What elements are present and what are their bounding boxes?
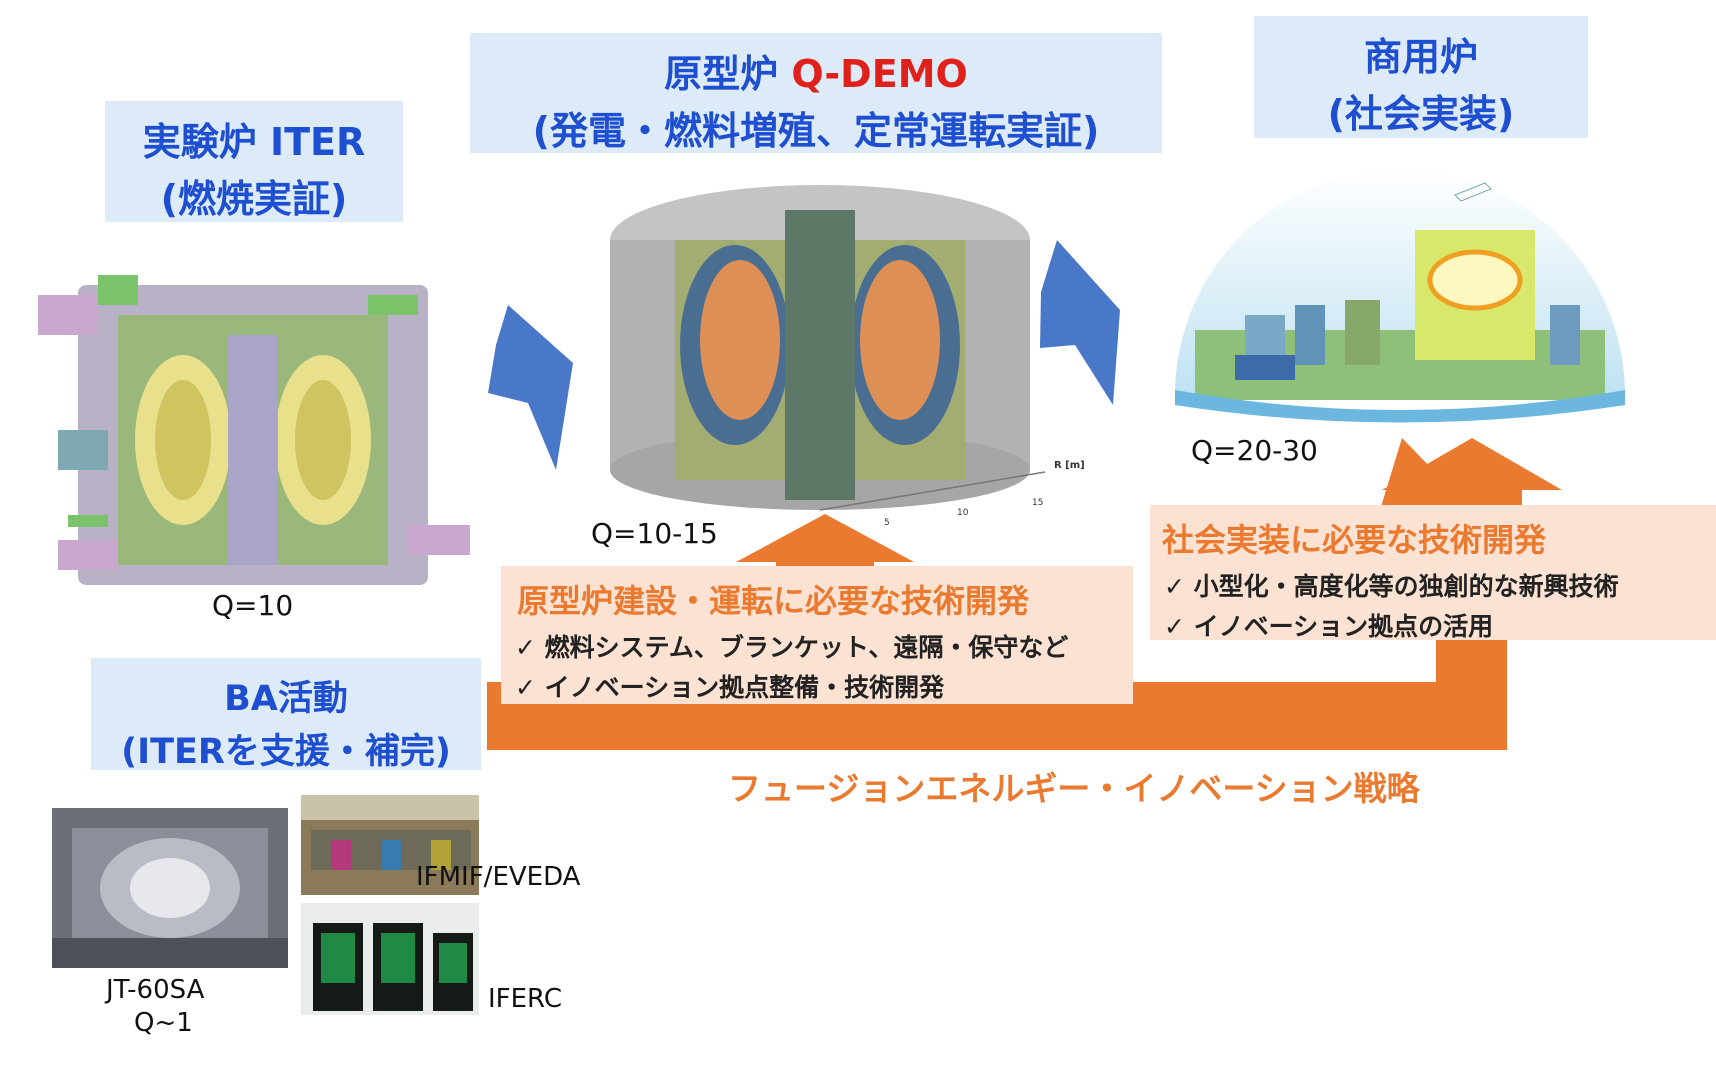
ifmif-eveda-photo	[301, 795, 479, 895]
demo-title-name: Q-DEMO	[791, 52, 968, 96]
iter-title-box: 実験炉 ITER (燃焼実証)	[105, 101, 403, 222]
commercial-title: 商用炉	[1363, 35, 1478, 79]
iferc-photo	[301, 903, 479, 1015]
orange-up-arrow-demo	[736, 514, 914, 570]
demo-reactor-illustration	[610, 185, 1046, 511]
blue-arrow-demo-to-commercial	[1040, 240, 1120, 405]
iter-subtitle: (燃焼実証)	[160, 177, 348, 221]
tech-demo-box: 原型炉建設・運転に必要な技術開発 ✓ 燃料システム、ブランケット、遠隔・保守など…	[501, 566, 1133, 704]
demo-q-value: Q=10-15	[591, 517, 718, 550]
jt60sa-label: JT-60SA	[106, 975, 205, 1005]
strategy-label: フュージョンエネルギー・イノベーション戦略	[728, 769, 1420, 808]
jt60sa-photo	[52, 808, 288, 968]
blue-arrow-iter-to-demo	[488, 305, 573, 470]
demo-axis-tick-15: 15	[1032, 498, 1044, 508]
demo-axis-tick-5: 5	[884, 518, 890, 528]
demo-title-box: 原型炉 Q-DEMO (発電・燃料増殖、定常運転実証)	[470, 33, 1162, 153]
demo-axis-label: R [m]	[1054, 460, 1085, 471]
iter-q-value: Q=10	[212, 589, 294, 622]
commercial-q-value: Q=20-30	[1191, 434, 1318, 467]
ifmif-eveda-label: IFMIF/EVEDA	[416, 862, 581, 892]
demo-subtitle: (発電・燃料増殖、定常運転実証)	[532, 109, 1100, 153]
commercial-city-illustration	[1175, 170, 1625, 423]
commercial-subtitle: (社会実装)	[1327, 92, 1515, 136]
tech-social-box: 社会実装に必要な技術開発 ✓ 小型化・高度化等の独創的な新興技術 ✓ イノベーシ…	[1150, 505, 1716, 641]
ba-title: BA活動	[224, 679, 348, 719]
demo-title: 原型炉 Q-DEMO	[470, 43, 1162, 98]
tech-social-item: ✓ イノベーション拠点の活用	[1164, 612, 1494, 641]
jt60sa-q-value: Q~1	[134, 1008, 193, 1038]
iter-title: 実験炉 ITER	[142, 120, 366, 164]
commercial-title-box: 商用炉 (社会実装)	[1254, 16, 1588, 138]
demo-title-prefix: 原型炉	[664, 52, 792, 96]
tech-demo-item: ✓ イノベーション拠点整備・技術開発	[515, 673, 945, 702]
tech-demo-item: ✓ 燃料システム、ブランケット、遠隔・保守など	[515, 633, 1069, 662]
tech-social-item: ✓ 小型化・高度化等の独創的な新興技術	[1164, 572, 1619, 601]
ba-subtitle: (ITERを支援・補完)	[121, 732, 451, 772]
demo-axis-tick-10: 10	[957, 508, 969, 518]
ba-title-box: BA活動 (ITERを支援・補完)	[91, 658, 481, 772]
iferc-label: IFERC	[488, 984, 562, 1014]
orange-up-stem-commercial	[1436, 630, 1507, 700]
tech-demo-title: 原型炉建設・運転に必要な技術開発	[517, 582, 1030, 620]
tech-social-title: 社会実装に必要な技術開発	[1162, 521, 1547, 559]
iter-reactor-illustration	[38, 275, 470, 585]
